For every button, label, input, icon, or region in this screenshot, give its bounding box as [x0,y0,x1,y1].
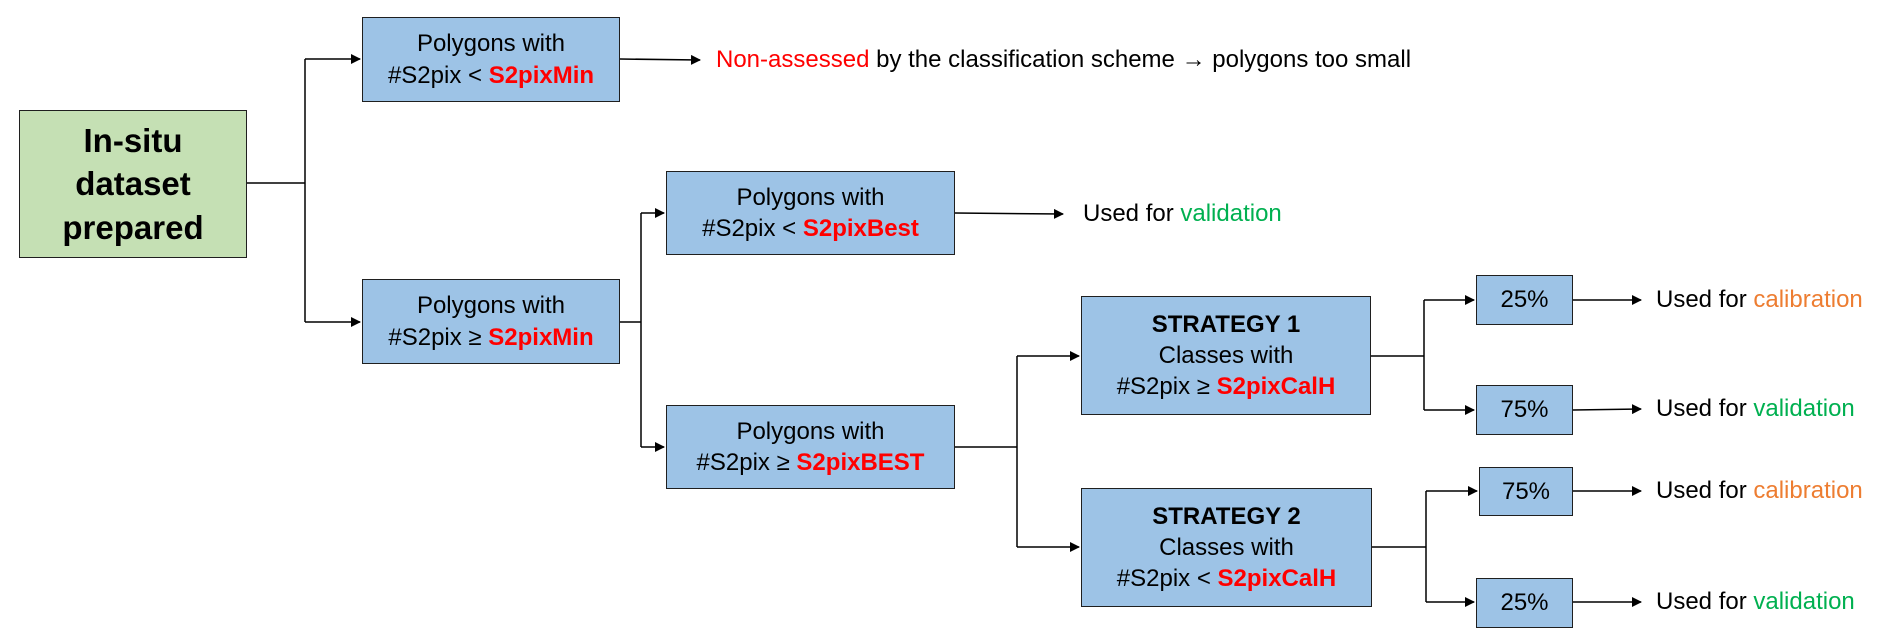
right-arrow-icon: → [1181,46,1206,73]
best-small-outcome-label: Used for validation [1083,202,1282,226]
validation-word: validation [1753,395,1855,422]
non-assessed-highlight: Non-assessed [716,46,870,73]
root-line-1: In-situ [83,121,183,159]
threshold-label: S2pixCalH [1216,373,1336,401]
validation-word: validation [1753,588,1855,615]
percent-value: 25% [1500,589,1549,617]
root-box: In-situ dataset prepared [19,110,247,258]
threshold-label: S2pixMin [488,61,595,89]
box-prefix: #S2pix < [387,61,483,89]
s1-calibration-percent-box: 25% [1476,275,1573,325]
box-line-2: Classes with [1159,533,1294,561]
threshold-label: S2pixBEST [796,449,925,476]
root-line-3: prepared [62,208,204,246]
threshold-label: S2pixMin [488,323,594,351]
box-line-2: #S2pix ≥ S2pixBEST [697,447,925,478]
non-assessed-tail: polygons too small [1212,46,1412,73]
s2-calibration-outcome-label: Used for calibration [1656,479,1863,503]
box-line-2: #S2pix < S2pixBest [702,213,919,244]
box-line-3: #S2pix ≥ S2pixCalH [1117,371,1336,402]
s2-validation-percent-box: 25% [1476,578,1573,628]
calibration-word: calibration [1753,286,1863,313]
used-for-text: Used for [1083,200,1174,227]
s1-validation-outcome-label: Used for validation [1656,397,1855,421]
s2-validation-outcome-label: Used for validation [1656,590,1855,614]
calibration-word: calibration [1753,477,1863,504]
box-line-1: Polygons with [736,183,885,211]
used-for-text: Used for [1656,395,1747,422]
box-prefix: #S2pix ≥ [1116,373,1210,401]
small-polygons-box: Polygons with #S2pix < S2pixMin [362,17,620,102]
box-line-1: Polygons with [416,30,566,58]
used-for-text: Used for [1656,477,1747,504]
used-for-text: Used for [1656,286,1747,313]
s2-calibration-percent-box: 75% [1479,467,1573,516]
validation-word: validation [1180,200,1282,227]
box-prefix: #S2pix < [702,215,797,242]
strategy-title: STRATEGY 1 [1151,310,1301,338]
percent-value: 25% [1500,286,1549,314]
strategy-title: STRATEGY 2 [1152,502,1301,530]
s1-calibration-outcome-label: Used for calibration [1656,288,1863,312]
used-for-text: Used for [1656,588,1747,615]
s1-validation-percent-box: 75% [1476,385,1573,435]
percent-value: 75% [1500,396,1549,424]
strategy-2-box: STRATEGY 2 Classes with #S2pix < S2pixCa… [1081,488,1372,607]
threshold-label: S2pixCalH [1217,565,1337,593]
large-polygons-box: Polygons with #S2pix ≥ S2pixMin [362,279,620,364]
box-line-1: Polygons with [416,292,566,320]
best-large-box: Polygons with #S2pix ≥ S2pixBEST [666,405,955,489]
box-prefix: #S2pix ≥ [696,449,790,476]
root-line-2: dataset [75,165,191,203]
box-prefix: #S2pix ≥ [388,323,482,351]
best-small-box: Polygons with #S2pix < S2pixBest [666,171,955,255]
non-assessed-label: Non-assessed by the classification schem… [716,48,1411,72]
box-line-2: Classes with [1158,341,1294,369]
box-line-2: #S2pix < S2pixMin [388,60,594,91]
percent-value: 75% [1501,477,1551,505]
non-assessed-text: by the classification scheme [876,46,1175,73]
box-prefix: #S2pix < [1116,565,1211,593]
strategy-1-box: STRATEGY 1 Classes with #S2pix ≥ S2pixCa… [1081,296,1371,415]
box-line-1: Polygons with [736,417,885,445]
threshold-label: S2pixBest [802,215,919,242]
box-line-2: #S2pix ≥ S2pixMin [388,322,593,353]
box-line-3: #S2pix < S2pixCalH [1117,563,1336,594]
